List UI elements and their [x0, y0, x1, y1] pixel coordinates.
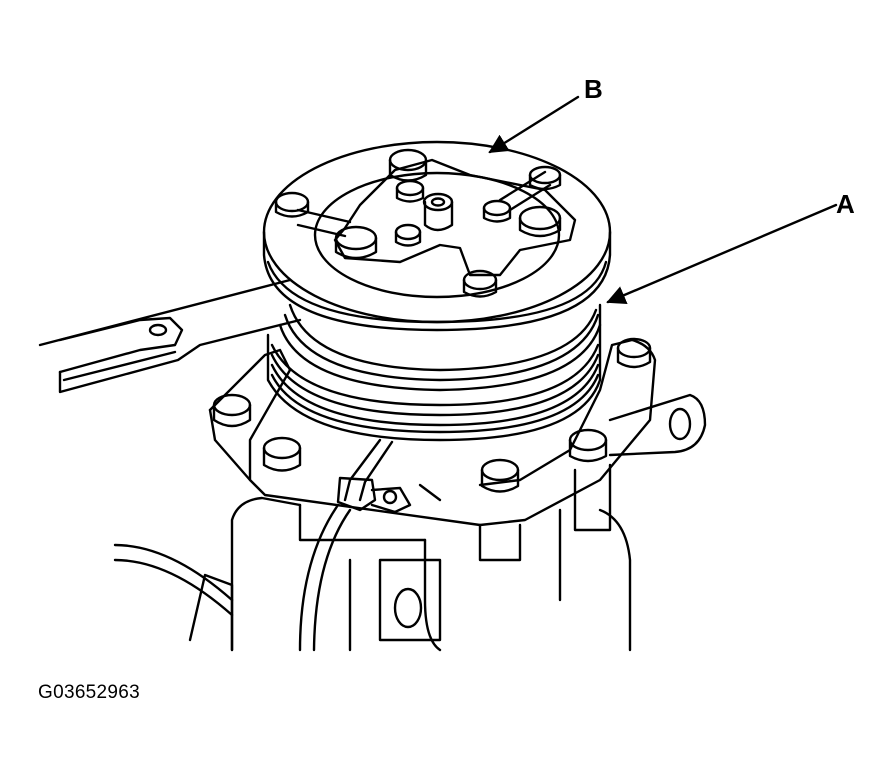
compressor-housing	[230, 496, 632, 652]
wire-harness	[298, 438, 442, 652]
callout-a: A	[836, 189, 855, 219]
figure-code: G03652963	[38, 682, 141, 703]
clutch-plate-b	[262, 140, 612, 332]
leader-b	[488, 95, 580, 154]
hose-left	[113, 543, 234, 652]
holder-tool	[38, 278, 302, 394]
pulley-a	[266, 303, 602, 442]
leader-a	[606, 203, 838, 305]
mounting-bracket	[208, 337, 707, 532]
callout-b: B	[584, 74, 603, 104]
